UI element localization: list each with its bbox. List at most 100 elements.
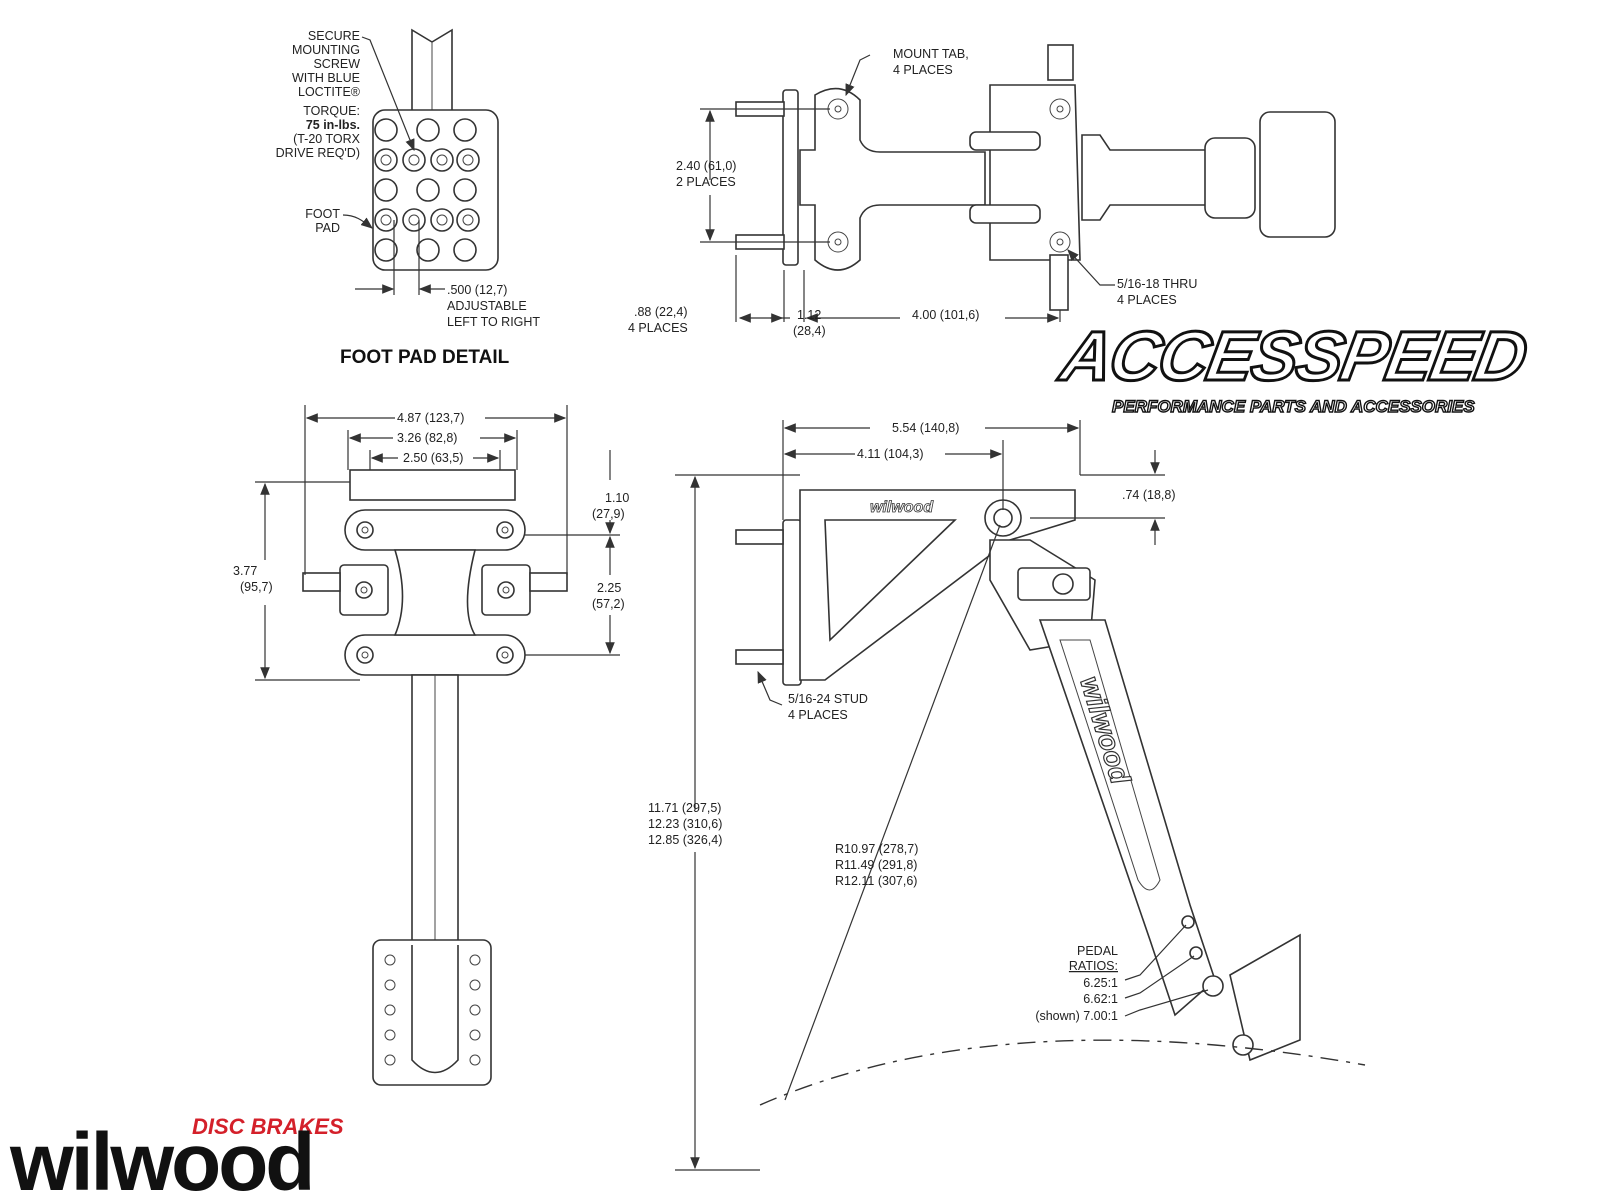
hole <box>360 586 368 594</box>
hole <box>462 214 474 226</box>
hole <box>380 154 392 166</box>
mount-tab-label: MOUNT TAB, <box>893 47 969 61</box>
foot-pad-holes <box>374 118 480 262</box>
foot-pad-detail: SECURE MOUNTING SCREW WITH BLUE LOCTITE®… <box>276 28 540 368</box>
pedal-ratio: (shown) 7.00:1 <box>1035 1009 1118 1023</box>
top-offset-dim: (27,9) <box>592 507 625 521</box>
hole <box>416 238 440 262</box>
hole <box>356 646 374 664</box>
wilwood-wordmark: wilwood <box>9 1117 312 1200</box>
hole <box>1049 231 1071 253</box>
hole <box>453 238 477 262</box>
hole <box>1049 98 1071 120</box>
adjust-note: ADJUSTABLE <box>447 299 527 313</box>
accesspeed-tagline: PERFORMANCE PARTS AND ACCESSORIES <box>1112 397 1475 416</box>
mounting-flange <box>782 89 799 266</box>
hole <box>355 581 373 599</box>
bracket-body <box>799 87 986 271</box>
hole-spacing-dim: 2.25 <box>597 581 621 595</box>
hole <box>834 105 842 113</box>
hole <box>462 154 474 166</box>
hole <box>402 148 426 172</box>
hole <box>501 651 509 659</box>
width-inner-dim: 2.50 (63,5) <box>403 451 463 465</box>
foot-pad-label: FOOT <box>305 207 340 221</box>
hole <box>430 148 454 172</box>
radius-dim: R12.11 (307,6) <box>835 874 917 888</box>
hole <box>374 178 398 202</box>
hole <box>496 646 514 664</box>
pedal-travel-arc <box>759 1039 1366 1106</box>
hole <box>374 148 398 172</box>
hole <box>384 1054 396 1066</box>
torque-note-line: DRIVE REQ'D) <box>276 146 360 160</box>
pivot-block <box>989 84 1081 261</box>
hole <box>356 521 374 539</box>
hole <box>384 1004 396 1016</box>
stud-length-dim: .88 (22,4) <box>634 305 688 319</box>
front-view-holes <box>355 521 515 1066</box>
stud-label: 4 PLACES <box>788 708 848 722</box>
hole <box>408 154 420 166</box>
hole <box>361 526 369 534</box>
stud <box>735 529 784 545</box>
top-view: MOUNT TAB, 4 PLACES 2.40 (61,0) 2 PLACES… <box>628 44 1336 338</box>
hole <box>384 1029 396 1041</box>
hole <box>380 214 392 226</box>
pedal-ratios-label: RATIOS: <box>1069 959 1118 973</box>
stud-length-dim: 4 PLACES <box>628 321 688 335</box>
top-offset-dim: 1.10 <box>605 491 629 505</box>
hole <box>496 521 514 539</box>
offset-dim: (28,4) <box>793 324 826 338</box>
pivot-body <box>393 549 477 636</box>
screw-note-line: SCREW <box>313 57 360 71</box>
hole <box>416 178 440 202</box>
pedal-ratios-label: PEDAL <box>1077 944 1118 958</box>
foot-pad-label: PAD <box>315 221 340 235</box>
height-dim: 11.71 (297,5) <box>648 801 721 815</box>
hole <box>1056 105 1064 113</box>
hole <box>469 1054 481 1066</box>
pedal-ratio: 6.25:1 <box>1083 976 1118 990</box>
pivot-drop-dim: .74 (18,8) <box>1122 488 1176 502</box>
offset-dim: 1.12 <box>797 308 821 322</box>
screw-note-line: LOCTITE® <box>298 85 361 99</box>
hole <box>456 148 480 172</box>
torque-note-line: TORQUE: <box>303 104 360 118</box>
screw-note-line: SECURE <box>308 29 360 43</box>
screw-note-line: MOUNTING <box>292 43 360 57</box>
wilwood-tagline: DISC BRAKES <box>192 1114 344 1139</box>
hole <box>374 208 398 232</box>
adjuster-bolt <box>1047 44 1074 81</box>
stud <box>735 649 784 665</box>
torque-note-line: (T-20 TORX <box>293 132 361 146</box>
hole <box>402 208 426 232</box>
hole <box>436 214 448 226</box>
height-total-dim: 3.77 <box>233 564 257 578</box>
hole <box>384 979 396 991</box>
torque-note-line: 75 in-lbs. <box>306 118 360 132</box>
hole <box>430 208 454 232</box>
hole <box>456 208 480 232</box>
tab-spacing-dim: 4.00 (101,6) <box>912 308 979 322</box>
hole <box>501 526 509 534</box>
hole <box>497 581 515 599</box>
hole <box>374 238 398 262</box>
width-total-dim: 5.54 (140,8) <box>892 421 959 435</box>
hole <box>416 118 440 142</box>
hole-spacing-dim: (57,2) <box>592 597 625 611</box>
hole <box>469 1029 481 1041</box>
accesspeed-wordmark: ACCESSPEED <box>1053 316 1531 394</box>
screw-note-line: WITH BLUE <box>292 71 360 85</box>
hole <box>374 118 398 142</box>
hole <box>436 154 448 166</box>
mounting-flange <box>782 519 802 686</box>
side-view: wilwood wilwood 5.54 (140,8) 4.11 (104,3… <box>648 420 1366 1171</box>
adjust-note: .500 (12,7) <box>447 283 507 297</box>
hole <box>361 651 369 659</box>
bracket-logo: wilwood <box>870 499 934 516</box>
thru-holes-label: 5/16-18 THRU <box>1117 277 1197 291</box>
height-dim: 12.23 (310,6) <box>648 817 722 831</box>
